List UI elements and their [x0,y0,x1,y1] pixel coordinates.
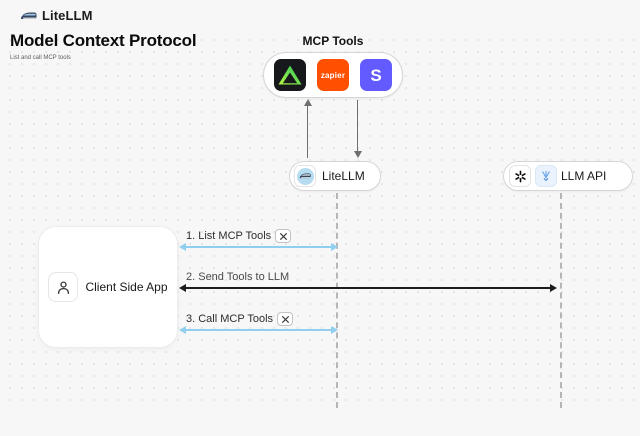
llm-api-node-label: LLM API [561,169,607,183]
tools-icon [275,229,292,243]
message-2-arrowhead-right [550,284,557,292]
client-side-app-node: Client Side App [38,226,178,348]
mcp-tools-node: zapier S [263,52,403,98]
message-2-text: 2. Send Tools to LLM [186,271,290,283]
brand-name: LiteLLM [42,8,93,23]
message-2-arrow [183,287,553,289]
llm-provider-icon [535,165,557,187]
arrowhead-up [303,99,312,106]
message-3-label: 3. Call MCP Tools [186,312,294,326]
message-1-text: 1. List MCP Tools [186,230,272,242]
message-1-arrow [183,246,334,248]
litellm-brand[interactable]: LiteLLM [20,8,93,23]
tools-icon [277,312,294,326]
page-subtitle: List and call MCP tools [10,55,71,61]
openai-icon [509,165,531,187]
zapier-wordmark: zapier [320,70,346,80]
message-3-arrowhead-left [179,326,186,334]
llm-api-node: LLM API [503,161,633,191]
message-2-arrowhead-left [179,284,186,292]
person-icon [48,272,79,302]
litellm-node-label: LiteLLM [322,169,365,183]
message-1-arrowhead-right [331,243,338,251]
message-1-arrowhead-left [179,243,186,251]
llm-api-lifeline [560,193,562,408]
litellm-node: LiteLLM [289,161,381,191]
client-node-label: Client Side App [85,280,168,294]
litellm-train-icon [20,9,37,23]
litellm-train-icon-small [296,167,314,185]
message-3-arrow [183,329,334,331]
page-title: Model Context Protocol [10,31,197,50]
litellm-lifeline [336,193,338,408]
connector-mcp-to-litellm [357,100,358,152]
litellm-icon-tile [294,165,316,187]
zapier-icon: zapier [317,59,349,91]
stripe-letter: S [370,65,382,85]
message-3-text: 3. Call MCP Tools [186,313,274,325]
message-1-label: 1. List MCP Tools [186,229,292,243]
message-3-arrowhead-right [331,326,338,334]
mcp-tools-label: MCP Tools [302,34,364,48]
message-2-label: 2. Send Tools to LLM [186,271,289,283]
arrowhead-down [353,151,362,158]
stripe-icon: S [360,59,392,91]
connector-litellm-to-mcp [307,105,308,158]
triangle-tool-icon [274,59,306,91]
